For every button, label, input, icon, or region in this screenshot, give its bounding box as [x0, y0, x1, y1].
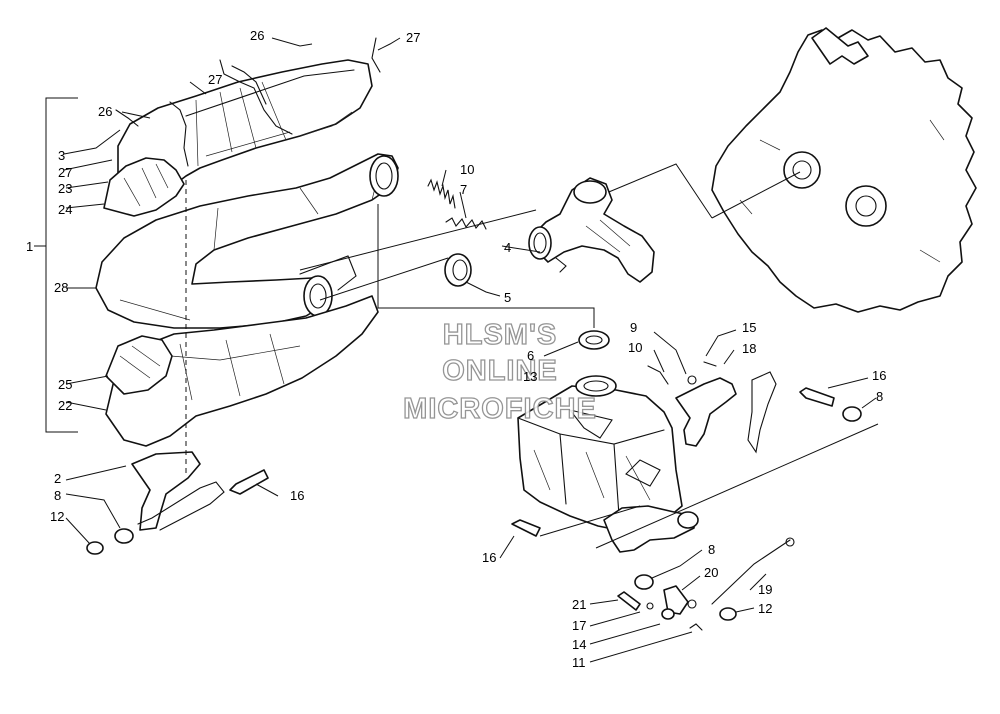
callout-9: 9: [630, 320, 637, 335]
watermark: HLSM'S ONLINE MICROFICHE: [403, 318, 597, 425]
callout-10-upper: 10: [460, 162, 474, 177]
line-pipe-to-muffler: [377, 204, 595, 328]
callout-8-left: 8: [54, 488, 61, 503]
spring-lower: [445, 217, 487, 230]
callout-12-lower: 12: [758, 601, 772, 616]
callout-8-lower: 8: [708, 542, 715, 557]
engine-outline: [711, 27, 977, 313]
callout-27-left: 27: [58, 165, 72, 180]
callout-17: 17: [572, 618, 586, 633]
callout-7: 7: [460, 182, 467, 197]
engine-port-line: [711, 171, 801, 219]
bracket-bolt-right: [799, 387, 862, 422]
callout-leaders: [63, 37, 877, 663]
callout-12-left: 12: [50, 509, 64, 524]
callout-18: 18: [742, 341, 756, 356]
callout-15: 15: [742, 320, 756, 335]
callout-3: 3: [58, 148, 65, 163]
callout-22: 22: [58, 398, 72, 413]
line-bolt-to-muffler: [539, 505, 641, 537]
exhaust-seal: [444, 253, 472, 287]
hanger-hardware: [511, 519, 795, 631]
line-muffler-to-bolt: [595, 423, 879, 549]
muffler-grommet: [578, 330, 610, 350]
callout-16-lower: 16: [482, 550, 496, 565]
watermark-line-1: HLSM'S: [443, 319, 557, 351]
callout-4: 4: [504, 240, 511, 255]
callout-5: 5: [504, 290, 511, 305]
callout-16-left: 16: [290, 488, 304, 503]
callout-27-top: 27: [406, 30, 420, 45]
callout-14: 14: [572, 637, 586, 652]
line-pipe-to-seal: [319, 257, 449, 301]
watermark-line-2: ONLINE: [442, 355, 558, 387]
spring-upper: [427, 178, 456, 209]
heat-shield-strap-lower: [115, 101, 189, 167]
watermark-line-3: MICROFICHE: [403, 393, 597, 425]
callout-25: 25: [58, 377, 72, 392]
callout-23: 23: [58, 181, 72, 196]
callout-21: 21: [572, 597, 586, 612]
engine-ref-line: [603, 163, 713, 219]
callout-26-top: 26: [250, 28, 264, 43]
callout-28: 28: [54, 280, 68, 295]
manifold-clamp: [555, 257, 567, 273]
callout-19: 19: [758, 582, 772, 597]
callout-10-bracket: 10: [628, 340, 642, 355]
callout-11: 11: [572, 655, 586, 670]
callout-24: 24: [58, 202, 72, 217]
line-pipe-to-manifold-upper: [299, 209, 537, 271]
callout-6: 6: [527, 348, 534, 363]
assembly-bracket: [45, 97, 78, 433]
callout-2: 2: [54, 471, 61, 486]
heat-shield-strap-upper: [219, 37, 381, 135]
pipe-bracket-left: [86, 451, 269, 555]
heat-shield-left-cap: [103, 157, 185, 217]
callout-1: 1: [26, 239, 33, 254]
callout-labels: 1 2 3 4 5 6 7 8 8 8 9 10 10 11 12 12 13 …: [26, 28, 886, 670]
callout-20: 20: [704, 565, 718, 580]
muffler-bracket: [647, 361, 777, 454]
callout-27-mid: 27: [208, 72, 222, 87]
callout-26-left: 26: [98, 104, 112, 119]
exhaust-pipe: [95, 153, 399, 329]
callout-13: 13: [523, 369, 537, 384]
callout-16-right: 16: [872, 368, 886, 383]
callout-8-right: 8: [876, 389, 883, 404]
exhaust-manifold: [528, 177, 655, 283]
